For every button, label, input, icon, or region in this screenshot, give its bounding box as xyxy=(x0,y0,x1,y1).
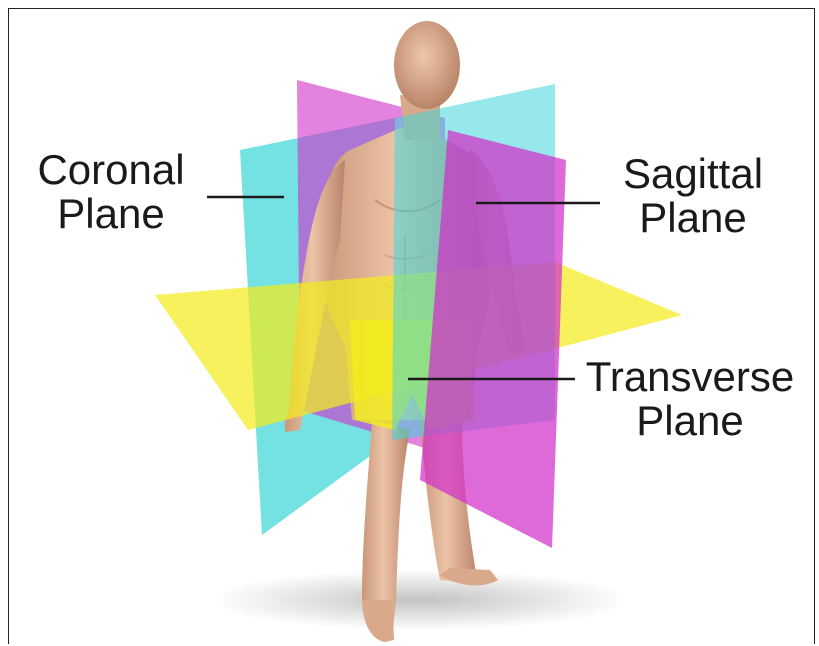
transverse-label-line1: Transverse xyxy=(568,355,812,399)
coronal-label-line1: Coronal xyxy=(22,148,200,192)
sagittal-label-line2: Plane xyxy=(604,196,782,240)
floor-shadow xyxy=(210,570,630,630)
sagittal-label-line1: Sagittal xyxy=(604,152,782,196)
coronal-plane-label: Coronal Plane xyxy=(22,148,200,236)
transverse-plane-label: Transverse Plane xyxy=(568,355,812,443)
sagittal-plane-label: Sagittal Plane xyxy=(604,152,782,240)
transverse-label-line2: Plane xyxy=(568,399,812,443)
coronal-label-line2: Plane xyxy=(22,192,200,236)
